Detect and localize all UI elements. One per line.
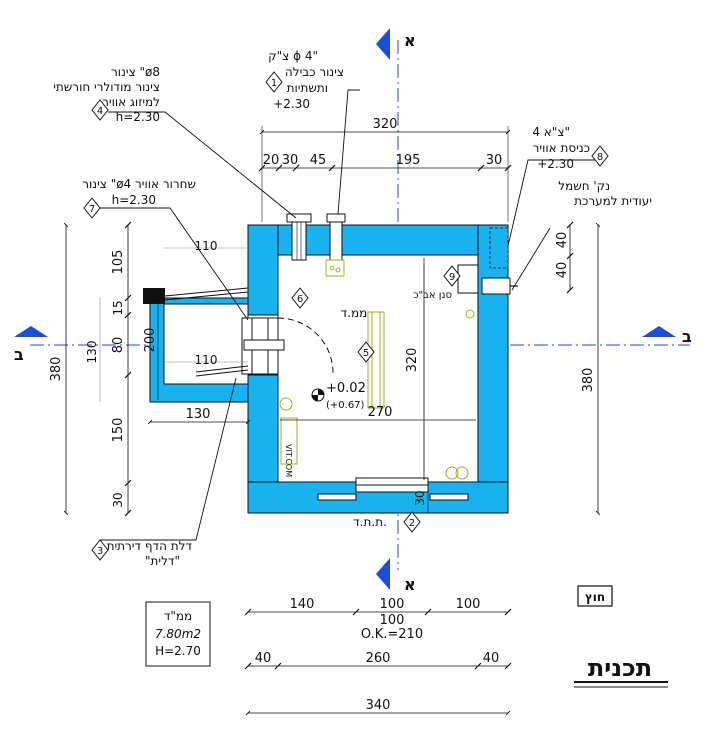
valve-line-1: נק' חשמל bbox=[558, 179, 610, 193]
elevation-bottom: (+0.67) bbox=[326, 400, 365, 411]
section-label-right: ב bbox=[682, 327, 692, 346]
callout-1-line-3: ותשתיות bbox=[287, 81, 328, 95]
dim-door-1: 110 bbox=[195, 239, 218, 253]
section-marker-top bbox=[376, 28, 390, 60]
callout-num-9: 9 bbox=[449, 272, 455, 283]
leader-lines bbox=[100, 89, 598, 541]
callout-markers bbox=[83, 71, 609, 561]
dim-left-total: 380 bbox=[49, 357, 64, 382]
filter-label: סנן אב"כ bbox=[413, 290, 452, 301]
dim-bottom-row1-sub-1: 100 bbox=[380, 613, 405, 628]
dim-bottom-row2-3: 40 bbox=[483, 651, 500, 666]
dim-right-seg-1: 40 bbox=[555, 232, 570, 249]
room-walls bbox=[247, 224, 509, 514]
dim-bottom-row1-3: 100 bbox=[456, 597, 481, 612]
dim-right-total: 380 bbox=[581, 368, 596, 393]
dim-left-seg-3: 80 bbox=[111, 337, 126, 354]
dim-top-seg-5: 30 bbox=[486, 153, 503, 168]
fixture-label: VIT.COM bbox=[284, 444, 293, 477]
section-label-bottom: א bbox=[404, 575, 416, 594]
dim-right-seg-2: 40 bbox=[555, 262, 570, 279]
room-info-name: ממ"ד bbox=[164, 609, 192, 623]
room-info-height: H=2.70 bbox=[155, 644, 201, 658]
dim-left-inner-1: 130 bbox=[85, 341, 99, 364]
dim-bottom-door: 30 bbox=[413, 490, 427, 505]
dim-left-seg-4: 150 bbox=[111, 418, 126, 443]
section-marker-left bbox=[14, 326, 48, 337]
dim-top-seg-1: 20 bbox=[263, 153, 280, 168]
dim-top-seg-4: 195 bbox=[396, 153, 421, 168]
dim-left-seg-5: 30 bbox=[111, 492, 125, 507]
callout-3-line-1: דלת הדף דירתית bbox=[107, 539, 193, 553]
dim-bottom-row1-sub-2: O.K.=210 bbox=[361, 627, 423, 642]
callout-num-3: 3 bbox=[97, 546, 103, 557]
dimline-left-ticks bbox=[124, 221, 132, 517]
callout-num-6: 6 bbox=[297, 294, 303, 305]
drawing-title: תכנית bbox=[588, 654, 652, 682]
callout-8-line-3: +2.30 bbox=[537, 157, 574, 171]
callout-7-line-2: h=2.30 bbox=[112, 193, 156, 207]
valve-line-2: יעודית למערכת bbox=[574, 194, 652, 208]
section-label-left: ב bbox=[14, 345, 24, 364]
door-vestibule bbox=[143, 287, 334, 403]
section-marker-bottom bbox=[376, 558, 390, 590]
dim-door-2: 110 bbox=[195, 353, 218, 367]
dim-door-depth: 130 bbox=[186, 407, 211, 422]
dim-bottom-row1-2: 100 bbox=[380, 597, 405, 612]
callout-num-8: 8 bbox=[597, 152, 603, 163]
section-marker-right bbox=[642, 326, 676, 337]
dimline-bottom-row2-ticks bbox=[244, 662, 512, 670]
callout-num-2: 2 bbox=[409, 518, 415, 529]
callout-4-line-4: h=2.30 bbox=[116, 110, 160, 124]
callout-1-line-1: צ"ק ϕ 4" bbox=[268, 49, 318, 63]
dim-left-seg-2: 15 bbox=[111, 300, 125, 315]
dimline-bottom-row1-ticks bbox=[244, 608, 512, 616]
dim-top-total: 320 bbox=[373, 117, 398, 132]
callout-num-1: 1 bbox=[271, 78, 277, 89]
dim-bottom-row1-1: 140 bbox=[290, 597, 315, 612]
dimline-right-ticks bbox=[566, 221, 574, 294]
elevation-marker bbox=[311, 388, 325, 402]
room-name: ממ.ד bbox=[341, 306, 368, 320]
dim-bottom-row2-2: 260 bbox=[366, 651, 391, 666]
dim-top-seg-2: 30 bbox=[282, 153, 299, 168]
room-info-area: 7.80m2 bbox=[155, 627, 201, 641]
dim-left-inner-2: 200 bbox=[143, 328, 158, 353]
callout-8-line-2: כניסת אוויר bbox=[533, 141, 590, 155]
room-below-label: ת.ת.ד. bbox=[353, 515, 387, 529]
interior-dim-horizontal: 270 bbox=[368, 405, 393, 420]
interior-dim-vertical: 320 bbox=[405, 348, 420, 373]
dim-bottom-row2-1: 40 bbox=[255, 651, 272, 666]
callout-num-7: 7 bbox=[89, 204, 95, 215]
callout-1-line-4: +2.30 bbox=[273, 97, 310, 111]
callout-8-line-1: צ"א 4" bbox=[532, 125, 570, 139]
dim-left-seg-1: 105 bbox=[111, 250, 126, 275]
callout-3-line-2: "דלית" bbox=[145, 554, 180, 568]
section-label-top: א bbox=[404, 31, 416, 50]
callout-num-4: 4 bbox=[97, 106, 103, 117]
callout-4-line-1: צינור "ø8 bbox=[111, 65, 160, 79]
callout-1-line-2: צינור כבילה bbox=[285, 65, 344, 79]
dim-top-seg-3: 45 bbox=[310, 153, 327, 168]
callout-4-line-3: למיזוג אוויר bbox=[102, 95, 160, 109]
outside-label: חוץ bbox=[585, 590, 605, 604]
elevation-top: +0.02 bbox=[326, 381, 366, 396]
dim-bottom-total: 340 bbox=[366, 698, 391, 713]
outside-box bbox=[577, 585, 613, 607]
room-info-box bbox=[145, 601, 211, 667]
callout-7-line-1: צינור "ø4 שחרור אוויר bbox=[82, 177, 196, 191]
callout-4-line-2: צינור מודולרי חורשתי bbox=[53, 80, 160, 94]
callout-num-5: 5 bbox=[363, 348, 369, 359]
